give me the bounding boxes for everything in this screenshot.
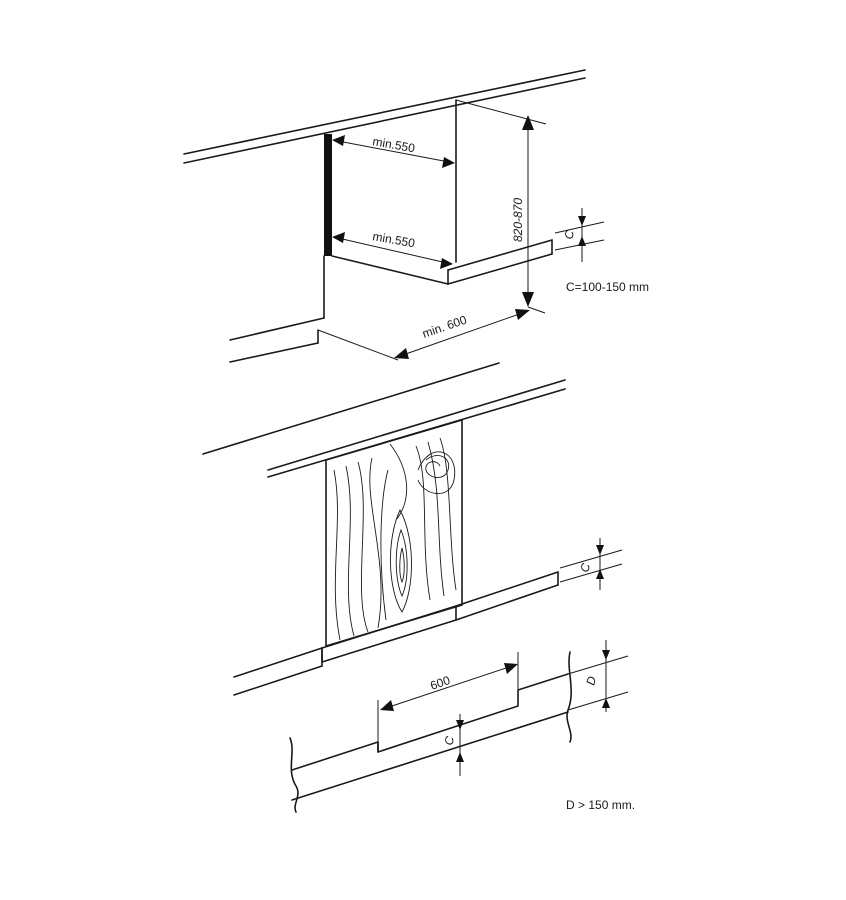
wood-grain-pattern bbox=[333, 437, 457, 641]
bottom-plinth-illustration: 600 C D D > 150 mm. bbox=[289, 640, 635, 813]
label-c-middle: C bbox=[577, 561, 593, 573]
label-c-top: C bbox=[561, 228, 577, 240]
c-ext-top bbox=[554, 221, 605, 234]
middle-panel-illustration: C bbox=[202, 362, 623, 696]
bottom-plinth-step bbox=[377, 673, 569, 753]
floor-back-line bbox=[202, 362, 500, 455]
dim-line-width-lower bbox=[337, 237, 448, 264]
panel-kick-board bbox=[321, 605, 457, 663]
label-width-upper: min.550 bbox=[371, 134, 416, 155]
worktop-edge-upper bbox=[183, 69, 586, 155]
label-c-bottom: C bbox=[441, 734, 457, 746]
label-depth: min. 600 bbox=[420, 313, 468, 341]
plinth-top-edge bbox=[447, 239, 553, 271]
arrow-width-upper-right bbox=[442, 157, 455, 168]
bottom-plinth-base bbox=[291, 711, 569, 801]
label-c-formula: C=100-150 mm bbox=[566, 280, 649, 294]
depth-ext-right bbox=[527, 306, 546, 314]
floor-mid-lower bbox=[233, 665, 323, 696]
arrow-c-mid-down bbox=[596, 545, 604, 555]
label-d-formula: D > 150 mm. bbox=[566, 798, 635, 812]
arrow-c-mid-up bbox=[596, 569, 604, 579]
floor-mid-upper bbox=[233, 647, 323, 678]
plinth-line-upper bbox=[229, 317, 325, 341]
arrow-c-top-down bbox=[578, 216, 586, 226]
arrow-depth-left bbox=[394, 348, 409, 359]
wood-panel-outline bbox=[325, 419, 463, 647]
break-line-right bbox=[566, 651, 572, 743]
d-ext-bottom bbox=[567, 691, 629, 711]
arrow-600-left bbox=[380, 700, 394, 711]
arrow-d-up bbox=[602, 698, 610, 708]
c-mid-ext-top bbox=[559, 549, 623, 569]
label-d-bottom: D bbox=[583, 674, 599, 686]
plinth-mid-bottom bbox=[455, 584, 559, 621]
label-height-range: 820-870 bbox=[511, 198, 525, 242]
arrow-c-bottom-down bbox=[456, 720, 464, 730]
dim-line-width-upper bbox=[337, 140, 450, 163]
arrow-d-down bbox=[602, 650, 610, 660]
arrow-width-upper-left bbox=[332, 135, 345, 146]
arrow-depth-right bbox=[515, 309, 530, 320]
plinth-mid-top bbox=[455, 571, 559, 607]
dim-line-depth bbox=[399, 311, 526, 357]
dim-line-600 bbox=[385, 665, 513, 709]
arrow-600-right bbox=[504, 663, 518, 674]
height-ext-top bbox=[455, 99, 547, 125]
c-mid-ext-bottom bbox=[559, 563, 623, 583]
d-ext-top bbox=[567, 655, 629, 675]
top-niche-illustration: min.550 min.550 820-870 min. 600 C C=100… bbox=[183, 69, 649, 363]
plinth-line-lower bbox=[229, 342, 319, 363]
plinth-bottom-edge bbox=[447, 253, 553, 285]
niche-floor-front bbox=[331, 255, 449, 285]
label-width-bottom: 600 bbox=[428, 673, 452, 693]
worktop-edge-lower bbox=[183, 77, 586, 164]
arrow-height-top bbox=[522, 115, 534, 130]
arrow-height-bottom bbox=[522, 292, 534, 307]
depth-ext-left bbox=[317, 329, 399, 361]
break-line-left bbox=[289, 737, 299, 813]
worktop-mid-upper bbox=[267, 379, 566, 471]
side-wall-strip bbox=[324, 134, 332, 256]
arrow-c-top-up bbox=[578, 236, 586, 246]
arrow-width-lower-left bbox=[332, 232, 345, 243]
arrow-c-bottom-up bbox=[456, 752, 464, 762]
arrow-width-lower-right bbox=[440, 258, 453, 269]
